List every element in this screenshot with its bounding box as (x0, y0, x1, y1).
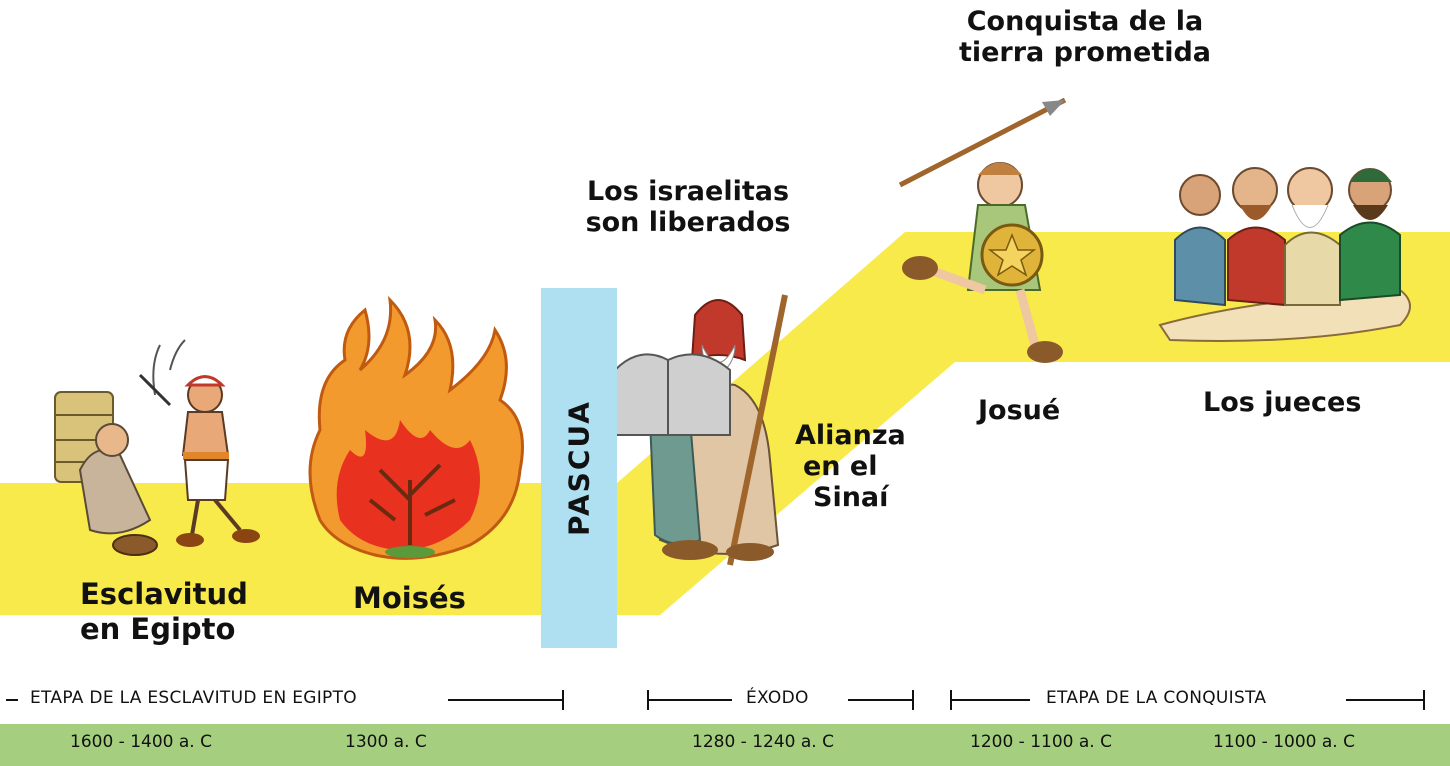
josue-label: Josué (978, 395, 1061, 426)
date-esclavitud: 1600 - 1400 a. C (70, 732, 212, 752)
conquista-line-2: tierra prometida (958, 37, 1212, 69)
slave-carrying-bricks-icon (54, 391, 158, 556)
stage-label-exodo: ÉXODO (746, 688, 809, 708)
conquista-line-1: Conquista de la (966, 6, 1204, 37)
liberados-label: Los israelitas son liberados (583, 176, 793, 238)
date-jueces: 1100 - 1000 a. C (1213, 732, 1355, 752)
liberados-line-1: Los israelitas (586, 176, 790, 207)
conquista-label: Conquista de la tierra prometida (940, 6, 1230, 68)
esclavitud-label: Esclavitud en Egipto (80, 577, 248, 647)
date-moises: 1300 a. C (345, 732, 427, 752)
stage-label-esclavitud: ETAPA DE LA ESCLAVITUD EN EGIPTO (30, 688, 357, 708)
judges-group-icon (1158, 167, 1411, 342)
alianza-line-1: Alianza (795, 420, 906, 451)
alianza-line-3: Sinaí (813, 482, 889, 514)
liberados-line-2: son liberados (585, 207, 791, 239)
taskmaster-with-whip-icon (138, 339, 260, 547)
alianza-label: Alianza en el Sinaí (795, 420, 906, 513)
pascua-bar: PASCUA (541, 288, 617, 648)
moses-with-tablets-icon (614, 294, 788, 566)
stage-brackets (6, 690, 1425, 710)
stage-label-conquista: ETAPA DE LA CONQUISTA (1046, 688, 1267, 708)
esclavitud-line-1: Esclavitud (80, 577, 248, 611)
jueces-label: Los jueces (1203, 387, 1362, 418)
date-bar (0, 724, 1450, 766)
date-conquista: 1200 - 1100 a. C (970, 732, 1112, 752)
joshua-with-spear-icon (898, 97, 1067, 363)
burning-bush-icon (308, 295, 524, 560)
pascua-label: PASCUA (562, 400, 596, 536)
esclavitud-line-2: en Egipto (80, 612, 236, 647)
date-exodo: 1280 - 1240 a. C (692, 732, 834, 752)
moises-label: Moisés (353, 581, 466, 615)
alianza-line-2: en el (803, 451, 878, 483)
